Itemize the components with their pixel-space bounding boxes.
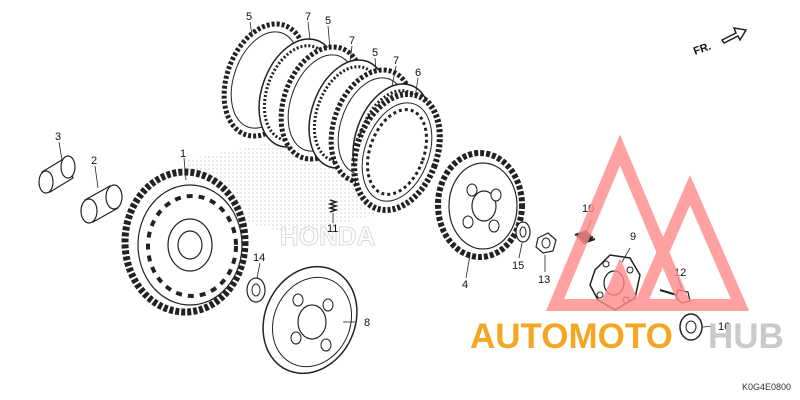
callout-13: 13	[538, 274, 550, 286]
callout-1: 1	[180, 148, 186, 160]
collar-3	[38, 155, 76, 194]
spring-11	[327, 199, 339, 213]
callout-7c: 7	[393, 55, 399, 67]
watermark-word1: AUTOMOTO	[470, 317, 673, 356]
callout-5b: 5	[325, 15, 331, 27]
automotohub-logo-icon	[545, 134, 750, 311]
pressure-plate-8	[262, 265, 358, 375]
front-direction-indicator: FR.	[692, 27, 748, 58]
callout-5c: 5	[372, 47, 378, 59]
diagram-code: K0G4E0800	[742, 382, 791, 392]
callouts: 1 2 3 4 5 5 5 6 7 7 7 8 9 10 11 12 13 14…	[55, 11, 730, 333]
honda-watermark-text: HONDA	[280, 221, 376, 251]
bearing-16	[679, 313, 703, 341]
clutch-outer-1	[121, 168, 249, 316]
callout-3: 3	[55, 131, 61, 143]
needle-bearing-2	[80, 184, 123, 224]
callout-9: 9	[630, 231, 636, 243]
thrust-washer-14	[246, 277, 266, 303]
callout-5a: 5	[246, 11, 252, 23]
callout-6: 6	[415, 67, 421, 79]
front-label: FR.	[692, 40, 713, 57]
callout-7b: 7	[349, 35, 355, 47]
callout-15: 15	[512, 260, 524, 272]
callout-2: 2	[91, 155, 97, 167]
watermark-word2: HUB	[708, 317, 784, 356]
washer-15	[515, 221, 531, 243]
lock-nut-13	[535, 232, 557, 254]
clutch-plate-stack	[221, 21, 443, 214]
friction-disc-6	[351, 90, 443, 214]
automotohub-watermark: AUTOMOTO HUB	[470, 134, 784, 356]
front-arrow-icon	[720, 27, 748, 44]
callout-16: 16	[718, 321, 730, 333]
callout-7a: 7	[305, 11, 311, 23]
callout-11: 11	[327, 223, 338, 235]
callout-14: 14	[253, 252, 265, 264]
callout-8: 8	[364, 317, 370, 329]
callout-4: 4	[462, 279, 468, 291]
clutch-center-4	[435, 150, 525, 260]
